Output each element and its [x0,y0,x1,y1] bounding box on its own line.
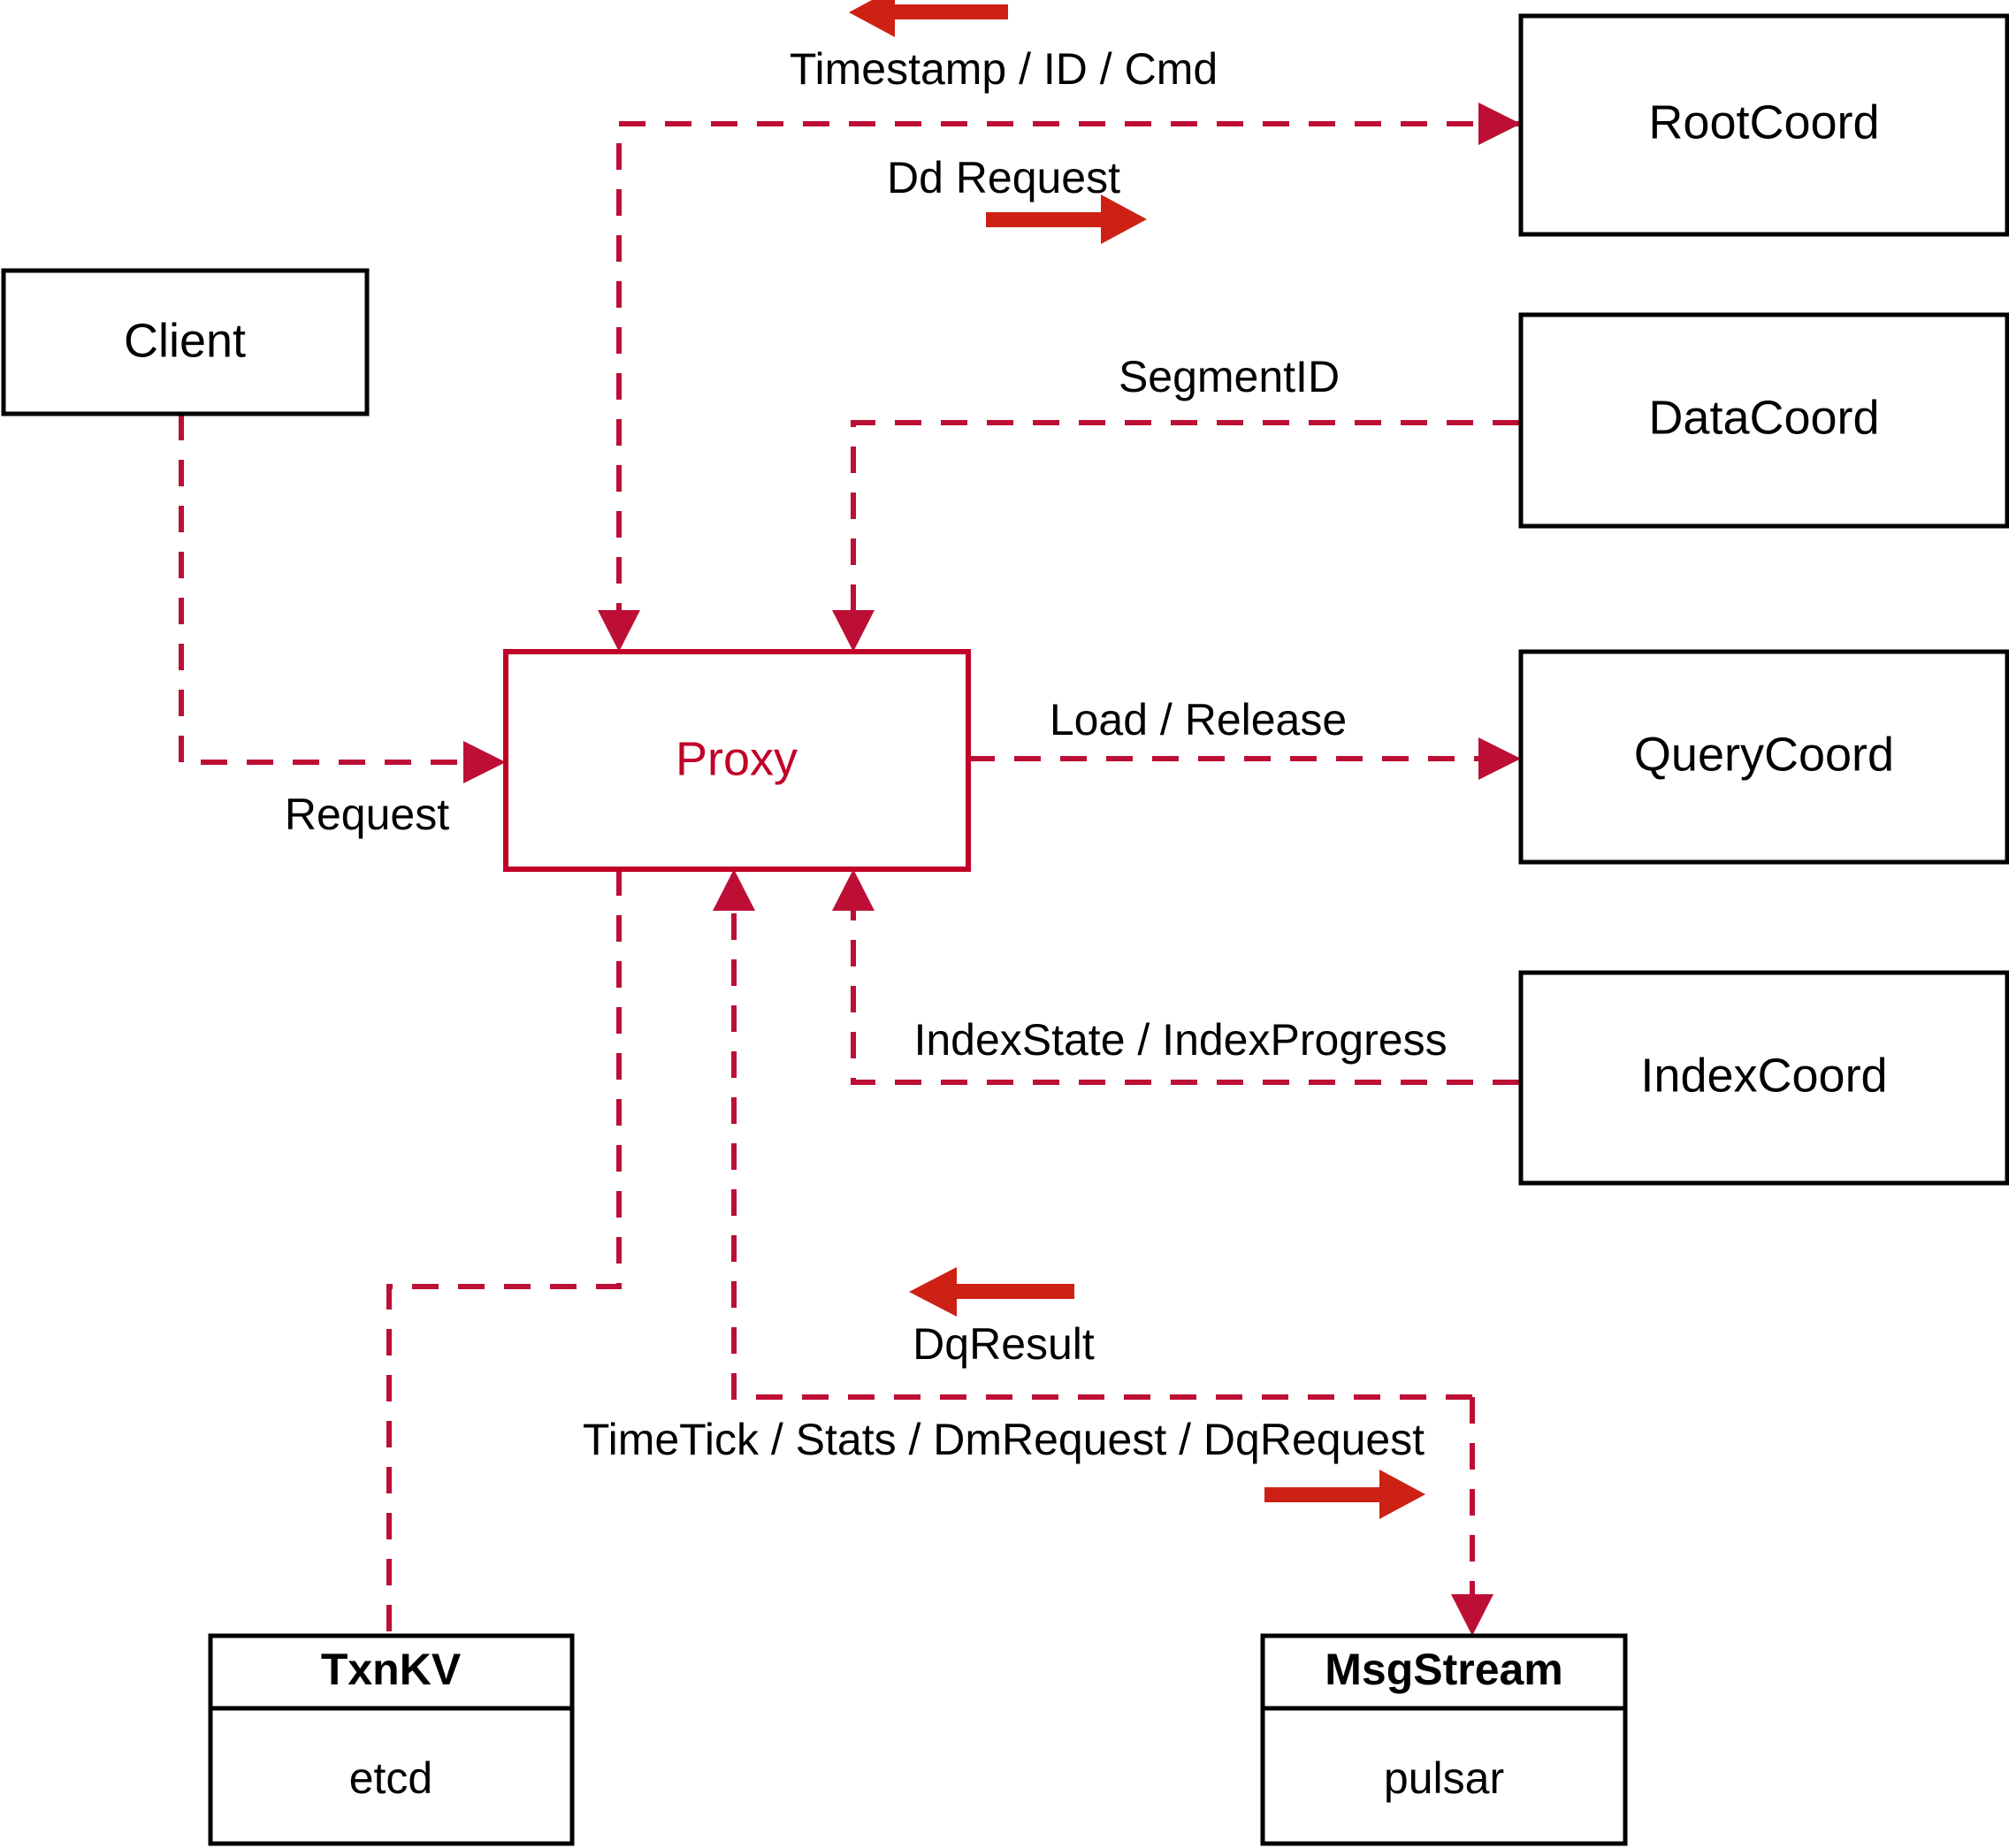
node-proxy-label: Proxy [676,732,798,785]
flow-proxy-to-rootcoord [1478,103,1521,145]
node-msgstream-body: pulsar [1384,1753,1504,1803]
flow-client-to-proxy [179,414,506,783]
flow-indexcoord-to-proxy [832,869,1519,1085]
flow-datacoord-to-proxy [832,420,1519,652]
node-msgstream[interactable]: MsgStream pulsar [1260,1633,1628,1846]
node-txnkv-header: TxnKV [321,1645,462,1694]
edge-label-timetick-stats-dmrequest-dqrequest: TimeTick / Stats / DmRequest / DqRequest [583,1415,1425,1464]
node-rootcoord[interactable]: RootCoord [1518,13,2009,237]
edge-label-load-release: Load / Release [1050,695,1347,745]
edge-label-request: Request [285,790,449,839]
node-txnkv-body: etcd [349,1753,433,1803]
node-datacoord-label: DataCoord [1648,391,1879,444]
flow-proxy-to-msgstream [1451,1397,1493,1636]
node-rootcoord-label: RootCoord [1648,95,1879,149]
node-msgstream-header: MsgStream [1325,1645,1563,1694]
direction-arrow-timestamp-left [849,0,1008,37]
direction-arrow-dqresult-left [909,1267,1074,1317]
flow-msgstream-to-proxy [713,869,1472,1400]
node-client-label: Client [124,314,246,367]
node-txnkv[interactable]: TxnKV etcd [208,1633,575,1846]
edge-label-dd-request: Dd Request [887,153,1120,202]
flow-rootcoord-to-proxy [598,121,1519,652]
direction-arrow-dd-request-right [986,195,1147,244]
node-indexcoord[interactable]: IndexCoord [1518,970,2009,1186]
edge-label-timestamp-id-cmd: Timestamp / ID / Cmd [790,44,1218,94]
direction-arrow-dqrequest-right [1264,1470,1425,1519]
edge-label-segmentid: SegmentID [1119,352,1340,401]
flow-proxy-to-querycoord [968,737,1521,780]
flow-proxy-to-txnkv [386,869,622,1636]
node-querycoord-label: QueryCoord [1634,728,1894,781]
node-querycoord[interactable]: QueryCoord [1518,649,2009,865]
edge-label-dqresult: DqResult [913,1319,1095,1369]
edge-label-indexstate-indexprogress: IndexState / IndexProgress [913,1015,1447,1065]
node-client[interactable]: Client [1,268,370,416]
node-proxy[interactable]: Proxy [503,649,971,872]
node-datacoord[interactable]: DataCoord [1518,312,2009,529]
node-indexcoord-label: IndexCoord [1640,1049,1887,1102]
